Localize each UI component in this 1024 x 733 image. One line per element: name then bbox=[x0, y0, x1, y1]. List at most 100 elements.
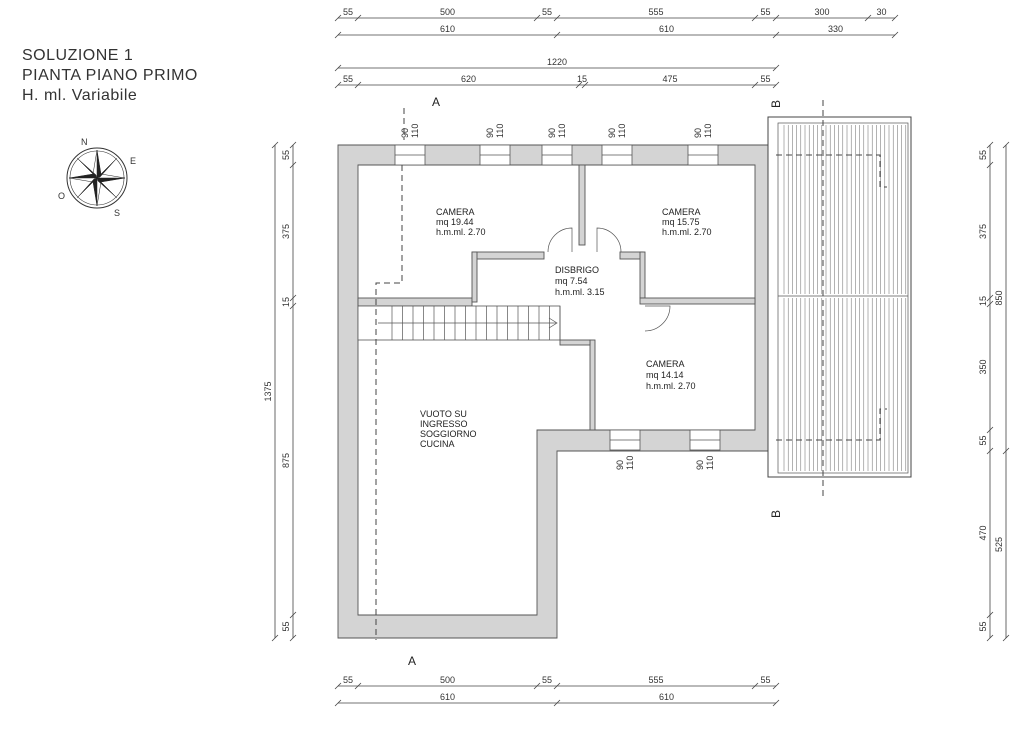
svg-text:DISBRIGO: DISBRIGO bbox=[555, 265, 599, 275]
interior-wall bbox=[471, 251, 478, 303]
compass-e: E bbox=[130, 156, 136, 166]
svg-text:h.m.ml. 2.70: h.m.ml. 2.70 bbox=[662, 227, 712, 237]
svg-text:mq 15.75: mq 15.75 bbox=[662, 217, 700, 227]
door-swing bbox=[547, 227, 573, 253]
drawing-title: SOLUZIONE 1 PIANTA PIANO PRIMO H. ml. Va… bbox=[22, 46, 198, 106]
dim-right-inner: 375 bbox=[978, 224, 988, 239]
section-label-a-top: A bbox=[432, 95, 440, 109]
balcony-pergola bbox=[767, 116, 912, 478]
dim-right-inner: 55 bbox=[978, 435, 988, 445]
dim-bottom-row2: 610 bbox=[440, 692, 455, 702]
compass-s: S bbox=[114, 208, 120, 218]
dim-bottom-row2: 610 bbox=[659, 692, 674, 702]
dim-top-row1: 300 bbox=[814, 7, 829, 17]
dim-left-inner: 55 bbox=[281, 621, 291, 631]
dim-right-inner: 55 bbox=[978, 150, 988, 160]
dim-left-total: 1375 bbox=[263, 381, 273, 401]
floor-plan-label: PIANTA PIANO PRIMO bbox=[22, 67, 198, 84]
dim-top-row2: 610 bbox=[659, 24, 674, 34]
dim-left-inner: 875 bbox=[281, 453, 291, 468]
dim-top-row1: 555 bbox=[648, 7, 663, 17]
svg-text:CAMERA: CAMERA bbox=[436, 207, 475, 217]
dim-bottom-row1: 55 bbox=[760, 675, 770, 685]
svg-text:CAMERA: CAMERA bbox=[662, 207, 701, 217]
svg-text:mq 7.54: mq 7.54 bbox=[555, 276, 588, 286]
section-line-a bbox=[375, 165, 403, 640]
compass-o: O bbox=[58, 191, 65, 201]
window-width-label: 90 bbox=[485, 128, 495, 138]
staircase bbox=[357, 305, 561, 341]
window-width-label: 90 bbox=[400, 128, 410, 138]
svg-text:h.m.ml. 3.15: h.m.ml. 3.15 bbox=[555, 287, 605, 297]
window-width-label: 90 bbox=[607, 128, 617, 138]
dim-bottom-row1: 555 bbox=[648, 675, 663, 685]
window-height-label: 110 bbox=[625, 456, 635, 470]
svg-text:h.m.ml. 2.70: h.m.ml. 2.70 bbox=[646, 381, 696, 391]
svg-text:CAMERA: CAMERA bbox=[646, 359, 685, 369]
interior-wall bbox=[357, 297, 473, 307]
solution-label: SOLUZIONE 1 bbox=[22, 47, 134, 64]
dim-right-inner: 15 bbox=[978, 296, 988, 306]
window-height-label: 110 bbox=[495, 124, 505, 138]
interior-wall bbox=[589, 339, 596, 431]
dim-right-outer: 850 bbox=[994, 290, 1004, 305]
svg-text:SOGGIORNO: SOGGIORNO bbox=[420, 429, 477, 439]
window-width-label: 90 bbox=[693, 128, 703, 138]
dim-top-row4: 15 bbox=[577, 74, 587, 84]
room-vuoto: VUOTO SU INGRESSO SOGGIORNO CUCINA bbox=[420, 409, 477, 449]
dim-bottom-row1: 500 bbox=[440, 675, 455, 685]
svg-text:INGRESSO: INGRESSO bbox=[420, 419, 468, 429]
dim-left-inner: 55 bbox=[281, 150, 291, 160]
section-label-b-top: B bbox=[769, 100, 783, 108]
dim-top-total: 1220 bbox=[547, 57, 567, 67]
room-disbrigo: DISBRIGO mq 7.54 h.m.ml. 3.15 bbox=[555, 265, 605, 297]
dim-right-inner: 55 bbox=[978, 621, 988, 631]
dim-top-row1: 500 bbox=[440, 7, 455, 17]
window-height-label: 110 bbox=[410, 124, 420, 138]
room-camera-1: CAMERA mq 19.44 h.m.ml. 2.70 bbox=[436, 207, 486, 237]
window-width-label: 90 bbox=[695, 460, 705, 470]
window-height-label: 110 bbox=[557, 124, 567, 138]
dim-top-row1: 55 bbox=[760, 7, 770, 17]
dim-left-inner: 375 bbox=[281, 224, 291, 239]
interior-wall bbox=[578, 164, 586, 246]
interior-wall bbox=[639, 251, 646, 299]
dim-left-inner: 15 bbox=[281, 297, 291, 307]
window-width-label: 90 bbox=[615, 460, 625, 470]
dim-top-row4: 475 bbox=[662, 74, 677, 84]
svg-text:h.m.ml. 2.70: h.m.ml. 2.70 bbox=[436, 227, 486, 237]
dim-top-row2: 610 bbox=[440, 24, 455, 34]
dim-top-row4: 620 bbox=[461, 74, 476, 84]
exterior-wall bbox=[337, 144, 777, 639]
height-label: H. ml. Variabile bbox=[22, 87, 138, 104]
svg-text:VUOTO SU: VUOTO SU bbox=[420, 409, 467, 419]
dim-right-inner: 350 bbox=[978, 359, 988, 374]
door-swing bbox=[644, 305, 671, 332]
svg-text:mq 14.14: mq 14.14 bbox=[646, 370, 684, 380]
door-swing bbox=[596, 227, 622, 253]
compass-rose-icon: N E S O bbox=[58, 137, 136, 218]
interior-wall bbox=[559, 339, 591, 346]
window-height-label: 110 bbox=[617, 124, 627, 138]
window-height-label: 110 bbox=[705, 456, 715, 470]
window-width-label: 90 bbox=[547, 128, 557, 138]
section-label-a-bottom: A bbox=[408, 654, 416, 668]
room-camera-2: CAMERA mq 15.75 h.m.ml. 2.70 bbox=[662, 207, 712, 237]
room-camera-3: CAMERA mq 14.14 h.m.ml. 2.70 bbox=[646, 359, 696, 391]
dim-right-inner: 470 bbox=[978, 525, 988, 540]
interior-wall bbox=[619, 251, 644, 260]
dim-top-row2: 330 bbox=[828, 24, 843, 34]
dim-bottom-row1: 55 bbox=[542, 675, 552, 685]
dim-top-row4: 55 bbox=[760, 74, 770, 84]
dim-top-row1: 55 bbox=[542, 7, 552, 17]
compass-n: N bbox=[81, 137, 88, 147]
svg-text:CUCINA: CUCINA bbox=[420, 439, 455, 449]
dim-top-row4: 55 bbox=[343, 74, 353, 84]
dim-top-row1: 30 bbox=[876, 7, 886, 17]
dim-right-outer: 525 bbox=[994, 537, 1004, 552]
interior-wall bbox=[639, 297, 756, 305]
